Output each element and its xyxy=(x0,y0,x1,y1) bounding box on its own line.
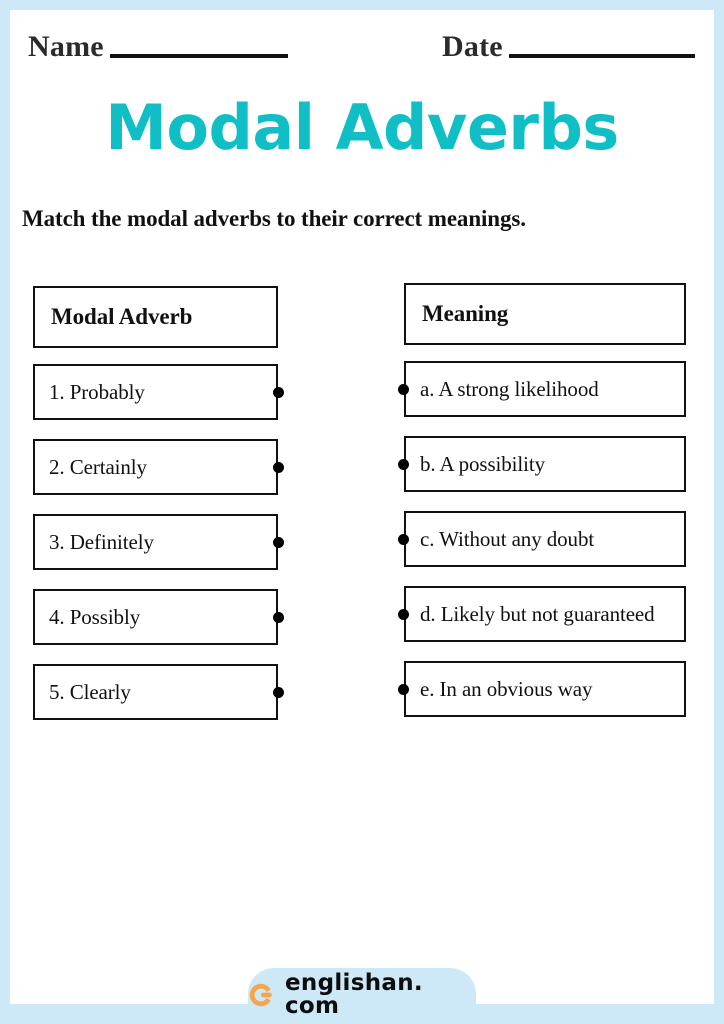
connector-dot-icon[interactable] xyxy=(398,383,409,395)
modal-adverb-column-header: Modal Adverb xyxy=(33,286,278,348)
connector-dot-icon[interactable] xyxy=(398,458,409,470)
modal-adverb-item-2[interactable]: 2. Certainly xyxy=(33,439,284,495)
column-header-label: Meaning xyxy=(422,301,509,326)
page-sheet: Name Date Modal Adverbs Match the modal … xyxy=(10,10,714,1004)
modal-adverb-label: 2. Certainly xyxy=(49,454,147,479)
date-field-group: Date xyxy=(442,32,695,62)
modal-adverb-item-5[interactable]: 5. Clearly xyxy=(33,664,284,720)
modal-adverb-label: 4. Possibly xyxy=(49,604,141,629)
worksheet-instruction: Match the modal adverbs to their correct… xyxy=(22,206,526,231)
brand-name-label: englishan. com xyxy=(285,970,423,1019)
connector-dot-icon[interactable] xyxy=(273,536,284,548)
meaning-label: b. A possibility xyxy=(420,451,546,476)
meaning-item-b[interactable]: b. A possibility xyxy=(398,436,686,492)
meaning-item-c[interactable]: c. Without any doubt xyxy=(398,511,686,567)
connector-dot-icon[interactable] xyxy=(273,686,284,698)
connector-dot-icon[interactable] xyxy=(398,533,409,545)
worksheet-title: Modal Adverbs xyxy=(105,91,619,164)
matching-exercise: Modal Adverb 1. Probably 2. Certainly 3.… xyxy=(10,283,714,756)
modal-adverb-label: 3. Definitely xyxy=(49,529,154,554)
connector-dot-icon[interactable] xyxy=(273,611,284,623)
meaning-label: d. Likely but not guaranteed xyxy=(420,601,655,626)
date-write-line[interactable] xyxy=(508,54,695,58)
name-label: Name xyxy=(28,30,104,63)
meaning-label: c. Without any doubt xyxy=(420,526,595,551)
meaning-column: Meaning a. A strong likelihood b. A poss… xyxy=(398,283,686,736)
modal-adverb-label: 1. Probably xyxy=(49,379,145,404)
modal-adverb-item-3[interactable]: 3. Definitely xyxy=(33,514,284,570)
column-header-label: Modal Adverb xyxy=(51,304,193,329)
name-date-row: Name Date xyxy=(10,18,714,74)
modal-adverb-label: 5. Clearly xyxy=(49,679,131,704)
connector-dot-icon[interactable] xyxy=(398,683,409,695)
meaning-item-d[interactable]: d. Likely but not guaranteed xyxy=(398,586,686,642)
meaning-item-a[interactable]: a. A strong likelihood xyxy=(398,361,686,417)
meaning-column-header: Meaning xyxy=(404,283,686,345)
modal-adverb-column: Modal Adverb 1. Probably 2. Certainly 3.… xyxy=(33,286,284,739)
name-write-line[interactable] xyxy=(109,54,288,58)
connector-dot-icon[interactable] xyxy=(273,386,284,398)
meaning-label: a. A strong likelihood xyxy=(420,376,599,401)
connector-dot-icon[interactable] xyxy=(398,608,409,620)
meaning-item-e[interactable]: e. In an obvious way xyxy=(398,661,686,717)
brand-footer-badge: englishan. com xyxy=(248,968,476,1024)
date-label: Date xyxy=(442,30,503,63)
connector-dot-icon[interactable] xyxy=(273,461,284,473)
modal-adverb-item-4[interactable]: 4. Possibly xyxy=(33,589,284,645)
meaning-label: e. In an obvious way xyxy=(420,676,593,701)
modal-adverb-item-1[interactable]: 1. Probably xyxy=(33,364,284,420)
englishan-c-logo-icon xyxy=(249,983,272,1007)
name-field-group: Name xyxy=(28,32,288,62)
